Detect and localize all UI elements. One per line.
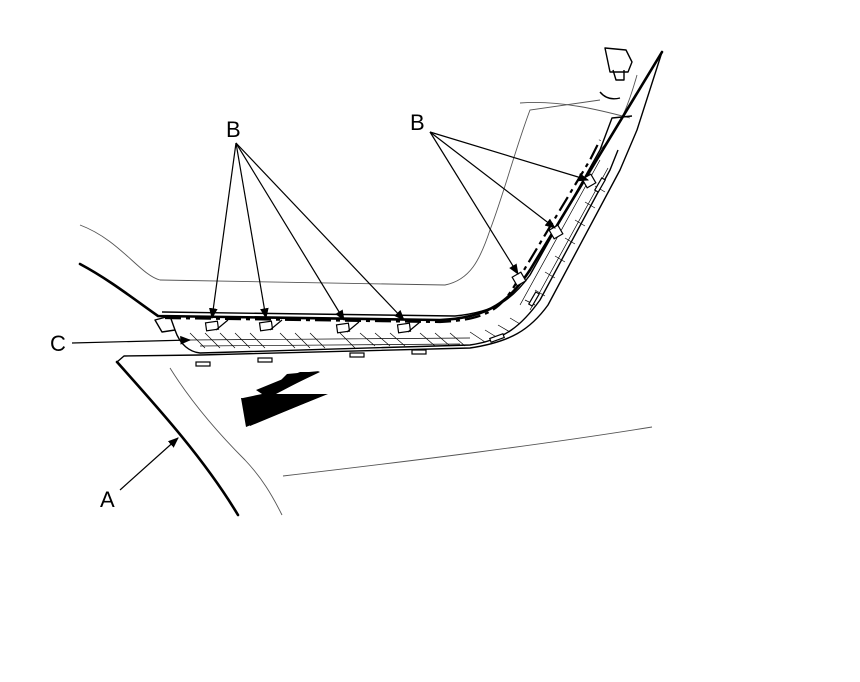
garnish-lattice: [189, 159, 609, 349]
lower-body-line: [282, 426, 653, 477]
garnish-left-end: [154, 315, 176, 333]
lower-slot-3: [349, 352, 365, 358]
leader-b-right-1: [429, 131, 519, 275]
leader-b-left-4: [235, 142, 405, 321]
lower-slot-2: [257, 357, 273, 363]
leader-a: [119, 437, 179, 491]
fender-edge: [115, 360, 240, 517]
upper-right-contour: [519, 102, 631, 119]
leader-b-left-3: [235, 142, 345, 321]
lower-slot-1: [195, 361, 211, 367]
callout-a: A: [100, 487, 115, 512]
lower-panel-curve: [169, 367, 283, 516]
lower-slot-4: [411, 349, 427, 355]
clip-line-dashed: [164, 139, 601, 324]
leader-b-right-2: [429, 131, 556, 229]
upper-panel-contour: [79, 99, 601, 286]
fender-part-a: [115, 51, 663, 517]
leader-b-right-3: [429, 131, 590, 182]
clip-b-7: [581, 173, 597, 189]
leader-c: [71, 335, 192, 345]
lower-slot-5: [488, 332, 506, 344]
leader-b-left-1: [209, 142, 237, 320]
clip-b-3: [335, 321, 360, 334]
clip-b-1: [204, 319, 229, 332]
fender-top-edge: [116, 51, 663, 363]
removal-direction-arrow-solid: [241, 371, 328, 427]
clip-b-4: [396, 321, 421, 334]
callout-b-right: B: [410, 110, 425, 135]
clip-b-2: [258, 319, 283, 332]
lower-slot-6: [527, 291, 541, 307]
leader-b-left-2: [235, 142, 269, 320]
callout-b-left: B: [226, 117, 241, 142]
leader-lines: [71, 131, 590, 491]
top-bracket: [599, 47, 633, 100]
garnish-trim-c: [154, 115, 633, 367]
right-panel-edge: [599, 74, 638, 151]
body-outer-edge: [78, 50, 664, 322]
lower-slot-7: [593, 177, 607, 193]
garnish-lower-edge: [174, 149, 619, 354]
callout-c: C: [50, 331, 66, 356]
